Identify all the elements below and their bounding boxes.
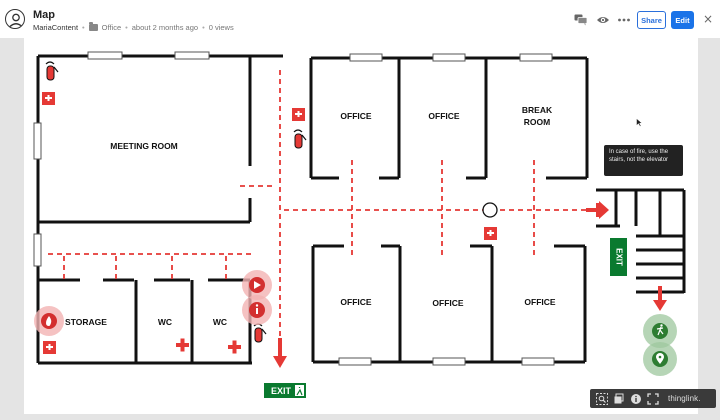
room-wc-2: WC [213,317,227,327]
route-arrows [273,201,667,368]
info-icon[interactable] [629,392,643,406]
author-name[interactable]: MariaContent [33,23,79,32]
room-meeting: MEETING ROOM [110,141,178,151]
page-title: Map [33,9,55,21]
fire-alarm-icons [42,92,497,354]
exit-sign-bottom-text: EXIT [271,386,292,396]
image-stage: MEETING ROOM OFFICE OFFICE BREAK ROOM OF… [0,38,720,420]
hotspot-info[interactable] [242,295,272,325]
first-aid-icons [176,338,241,354]
share-button[interactable]: Share [637,11,666,29]
edit-button[interactable]: Edit [671,11,694,29]
room-office-top-2: OFFICE [428,111,459,121]
folder-name[interactable]: Office [101,23,122,32]
eye-icon[interactable] [596,13,610,25]
separator-dot: • [202,23,205,32]
room-office-bottom-2: OFFICE [432,298,463,308]
hotspot-tooltip: In case of fire, use the stairs, not the… [604,145,683,176]
close-icon[interactable]: × [702,12,714,26]
folder-icon [88,22,98,31]
header: Map MariaContent • Office • about 2 mont… [0,0,720,38]
exit-sign-vertical: EXIT [610,238,627,276]
fullscreen-icon[interactable] [646,392,660,406]
floorplan-image: MEETING ROOM OFFICE OFFICE BREAK ROOM OF… [33,51,686,398]
comments-icon[interactable] [574,13,588,26]
room-office-bottom-3: OFFICE [524,297,555,307]
room-wc-1: WC [158,317,172,327]
floorplan-canvas: MEETING ROOM OFFICE OFFICE BREAK ROOM OF… [24,38,698,414]
avatar[interactable] [5,9,25,29]
hotspot-play[interactable] [242,270,272,300]
layers-icon[interactable] [612,392,626,406]
thinglink-logo[interactable]: thinglink. [668,394,701,403]
updated-time: about 2 months ago [131,23,199,32]
elevator-marker [482,202,498,218]
exit-sign-bottom: EXIT [264,383,306,398]
separator-dot: • [125,23,128,32]
separator-dot: • [82,23,85,32]
room-office-top-1: OFFICE [340,111,371,121]
more-icon[interactable] [617,13,631,25]
evacuation-routes [48,70,596,348]
viewer-toolbar: thinglink. [590,389,716,408]
windows [33,51,555,366]
room-break-line2: ROOM [524,117,550,127]
hotspot-location-pin[interactable] [643,342,677,376]
view-count: 0 views [208,23,234,32]
exit-sign-vertical-text: EXIT [614,248,623,266]
mouse-cursor-icon [636,118,643,127]
meta-line: MariaContent • Office • about 2 months a… [33,22,234,32]
room-break-line1: BREAK [522,105,553,115]
hotspot-exit-person[interactable] [643,314,677,348]
hotspot-fire[interactable] [34,306,64,336]
room-office-bottom-1: OFFICE [340,297,371,307]
zoom-icon[interactable] [595,392,609,406]
fire-extinguisher-icons [45,61,307,343]
room-storage: STORAGE [65,317,107,327]
